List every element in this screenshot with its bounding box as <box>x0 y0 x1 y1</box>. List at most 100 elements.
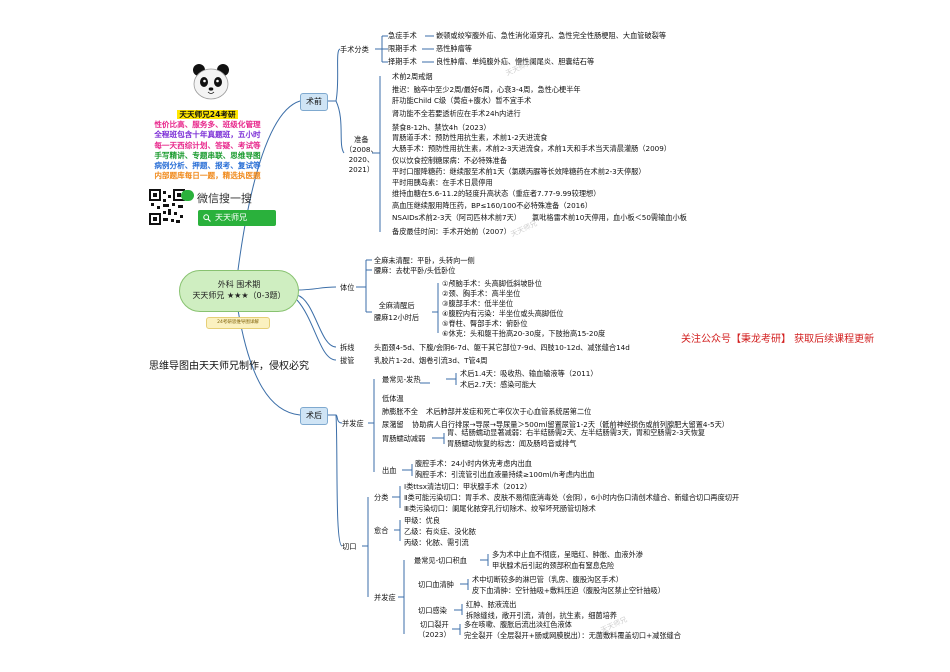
brand-line: 性价比高、服务多、班级化管理 <box>154 120 261 130</box>
prep-item: 平时口服降糖药：继续服至术前1天（氯磺丙脲等长效降糖药在术前2-3天停服） <box>392 167 646 176</box>
suture-text: 头面颈4-5d、下腹/会阴6-7d、躯干其它部位7-9d、四肢10-12d、减张… <box>374 343 630 352</box>
follow-notice: 关注公众号【秉龙考研】 获取后续课程更新 <box>681 334 875 345</box>
dehiscence-label-line: （2023） <box>418 630 451 639</box>
seroma-item: 皮下血清肿：空针抽吸+敷料压迫（腹股沟区禁止空针抽吸） <box>472 586 665 595</box>
prep-item: 肾功能不全若要透析应在手术24h内进行 <box>392 109 521 118</box>
qr-code-icon <box>149 189 185 225</box>
drain-label: 拔管 <box>340 356 355 365</box>
fever-label: 最常见-发热 <box>382 375 421 384</box>
hematoma-item: 甲状腺术后引起的颈部积血有窒息危险 <box>492 561 615 570</box>
surgery-class-name: 择期手术 <box>388 57 417 66</box>
wechat-search-icon <box>181 190 194 201</box>
awake-position-item: ①颅脑手术：头高脚低斜坡卧位 <box>442 279 542 288</box>
brand-line: 全程班包含十年真题班，五小时 <box>154 130 261 140</box>
heal-label: 愈合 <box>374 526 389 535</box>
awake-position-item: ⑥休克：头和躯干抬高20-30度，下肢抬高15-20度 <box>442 329 606 338</box>
dehiscence-item: 多在咳嗽、腹胀后流出淡红色液体 <box>464 620 572 629</box>
awake-position-item: ③腹部手术：低半坐位 <box>442 299 514 308</box>
heal-item: 乙级：有炎症、没化脓 <box>404 527 476 536</box>
prep-item: 平时用胰岛素：在手术日晨停用 <box>392 178 493 187</box>
wechat-search-label: 微信搜一搜 <box>197 192 252 205</box>
central-topic-subtitle: 天天师兄 ★★★（0-3题） <box>192 291 286 300</box>
prep-label-line: （2008、 <box>345 145 378 154</box>
awake-label: 全麻清醒后腰麻12小时后 <box>374 300 419 324</box>
hematoma-item: 多为术中止血不彻底，呈暗红、肿胀、血液外渗 <box>492 550 643 559</box>
hematoma-name: 最常见-切口积血 <box>414 556 467 565</box>
prep-item: 仅以饮食控制糖尿病：不必特殊准备 <box>392 156 508 165</box>
prep-item: 肝功能Child C级（黄疸+腹水）暂不宜手术 <box>392 96 532 105</box>
prep-item: 术前2周戒烟 <box>392 72 433 81</box>
surgery-class-name: 急症手术 <box>388 31 417 40</box>
lung-name: 肺膨胀不全 <box>382 407 418 416</box>
panda-mascot-icon <box>193 64 229 100</box>
position-item: 全麻未清醒：平卧，头转向一侧 <box>374 256 475 265</box>
prep-item: 维持血糖在5.6-11.2的轻度升高状态（重症者7.77-9.99较理想） <box>392 189 601 198</box>
urine-name: 尿潴留 <box>382 420 404 429</box>
prep-item: NSAIDs术前2-3天（阿司匹林术前7天） <box>392 213 521 222</box>
infection-name: 切口感染 <box>418 606 447 615</box>
central-topic-title: 外科 围术期 <box>217 280 261 289</box>
awake-position-item: ④腹腔内有污染：半坐位或头高脚低位 <box>442 309 564 318</box>
prep-item: 氯吡格雷术前10天停用，血小板＜50需输血小板 <box>532 213 687 222</box>
heal-item: 丙级：化脓、需引流 <box>404 538 469 547</box>
surgery-class-name: 限期手术 <box>388 44 417 53</box>
prep-item: 备皮最佳时间：手术开始前（2007） <box>392 227 511 236</box>
center-badge: 24考研思维导图详解 <box>206 317 270 329</box>
infection-item: 红肿、脓液流出 <box>466 600 517 609</box>
bleeding-item: 腹腔手术：24小时内休克考虑内出血 <box>415 459 532 468</box>
gi-item: 胃、结肠蠕动显著减弱：右半结肠需2天、左半结肠需3天，胃和空肠需2-3天恢复 <box>447 428 706 437</box>
dehiscence-label-line: 切口裂开 <box>419 620 449 629</box>
seroma-name: 切口血清肿 <box>418 580 454 589</box>
seroma-item: 术中切断较多的淋巴管（乳房、腹股沟区手术） <box>472 575 623 584</box>
prep-item: 胃肠道手术：预防性用抗生素，术前1-2天进流食 <box>392 133 548 142</box>
prep-label-line: 准备 <box>354 135 369 144</box>
surgery-class-label: 手术分类 <box>340 45 369 54</box>
awake-position-item: ②颈、胸手术：高半坐位 <box>442 289 521 298</box>
brand-title: 天天师兄24考研 <box>177 110 238 119</box>
incision-label: 切口 <box>342 542 357 551</box>
brand-line: 病例分析、押题、报考、复试等 <box>154 161 261 171</box>
dehiscence-item: 完全裂开（全层裂开+肠或网膜脱出）：无菌敷料覆盖切口+减张缝合 <box>464 631 681 640</box>
heal-item: 甲级：优良 <box>404 516 440 525</box>
central-topic[interactable]: 外科 围术期 天天师兄 ★★★（0-3题） <box>179 270 299 312</box>
branch-preop[interactable]: 术前 <box>300 93 328 111</box>
gi-name: 胃肠蠕动减弱 <box>382 434 426 443</box>
bleeding-name: 出血 <box>382 466 397 475</box>
prep-label: 准备（2008、2020、2021） <box>345 135 378 175</box>
surgery-class-desc: 嵌顿或绞窄腹外疝、急性消化道穿孔、急性完全性肠梗阻、大血管破裂等 <box>436 31 667 40</box>
lung-desc: 术后肺部并发症和死亡率仅次于心血管系统居第二位 <box>426 407 592 416</box>
awake-label-line: 全麻清醒后 <box>378 301 415 310</box>
fever-item: 术后2.7天：感染可能大 <box>460 380 537 389</box>
branch-postop[interactable]: 术后 <box>300 407 328 425</box>
complication-label: 并发症 <box>342 419 364 428</box>
position-item: 腰麻：去枕平卧/头低卧位 <box>374 266 456 275</box>
incision-comp-label: 并发症 <box>374 593 396 602</box>
brand-lines: 性价比高、服务多、班级化管理全程班包含十年真题班，五小时每一天西综计划、答疑、考… <box>120 120 295 181</box>
brand-line: 内部题库每日一题，精选执医题 <box>154 171 261 181</box>
search-button[interactable]: 天天师兄 <box>198 210 276 226</box>
brand-promo: 天天师兄24考研 性价比高、服务多、班级化管理全程班包含十年真题班，五小时每一天… <box>120 110 295 181</box>
gi-item: 胃肠蠕动恢复的标志：闻及肠鸣音或排气 <box>447 439 577 448</box>
prep-label-line: 2021） <box>348 165 375 174</box>
surgery-class-desc: 良性肿瘤、单纯腹外疝、慢性阑尾炎、胆囊结石等 <box>436 57 595 66</box>
copyright-credit: 思维导图由天天师兄制作，侵权必究 <box>149 361 309 372</box>
search-button-label: 天天师兄 <box>215 213 247 222</box>
dehiscence-label: 切口裂开（2023） <box>418 620 451 640</box>
incision-class-item: Ⅰ类ttsx清洁切口：甲状腺手术（2012） <box>404 482 532 491</box>
fever-item: 术后1.4天：吸收热、输血输液等（2011） <box>460 369 598 378</box>
incision-class-label: 分类 <box>374 493 389 502</box>
position-label: 体位 <box>340 283 355 292</box>
awake-position-item: ⑤脊柱、臀部手术：俯卧位 <box>442 319 528 328</box>
suture-label: 拆线 <box>340 343 355 352</box>
search-icon <box>203 214 211 222</box>
prep-item: 推迟：脑卒中至少2周/最好6周，心衰3-4周，急性心梗半年 <box>392 85 581 94</box>
prep-item: 禁食8-12h、禁饮4h（2023） <box>392 123 491 132</box>
incision-class-item: Ⅱ类可能污染切口：胃手术、皮肤不易彻底消毒处（会阴），6小时内伤口清创术缝合、新… <box>404 493 740 502</box>
prep-label-line: 2020、 <box>348 155 375 164</box>
infection-item: 拆除缝线，敞开引流，清创，抗生素，细菌培养 <box>466 611 617 620</box>
incision-class-item: Ⅲ类污染切口：阑尾化脓穿孔行切除术、绞窄坏死肠管切除术 <box>404 504 596 513</box>
prep-item: 大肠手术：预防性用抗生素，术前2-3天进流食，术前1天和手术当天清晨灌肠（200… <box>392 144 671 153</box>
surgery-class-desc: 恶性肿瘤等 <box>436 44 472 53</box>
